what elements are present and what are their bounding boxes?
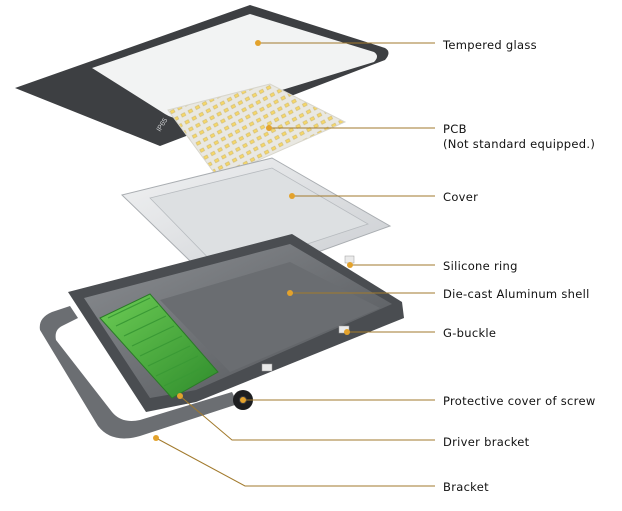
callout-dots	[153, 40, 353, 441]
label-silicone-ring: Silicone ring	[443, 259, 518, 273]
dot-cover	[289, 193, 295, 199]
dot-tempered-glass	[255, 40, 261, 46]
label-tempered-glass: Tempered glass	[443, 38, 537, 52]
dot-pcb	[266, 125, 272, 131]
dot-die-cast-shell	[287, 290, 293, 296]
label-protective-cover-screw: Protective cover of screw	[443, 394, 596, 408]
dot-bracket	[153, 435, 159, 441]
cover-part	[121, 157, 392, 289]
g-buckle-tab	[338, 325, 350, 334]
tempered-glass-part: IP65	[15, 5, 389, 146]
label-pcb: PCB (Not standard equipped.)	[443, 122, 595, 152]
label-cover: Cover	[443, 190, 479, 204]
label-bracket: Bracket	[443, 480, 489, 494]
pcb-part	[167, 83, 347, 179]
dot-g-buckle	[344, 329, 350, 335]
driver-part	[99, 293, 219, 399]
label-pcb-note: (Not standard equipped.)	[443, 137, 596, 151]
label-g-buckle: G-buckle	[443, 326, 497, 340]
dot-screw-cover	[240, 397, 246, 403]
dot-silicone-ring	[347, 262, 353, 268]
label-pcb-title: PCB	[443, 122, 467, 136]
label-die-cast-shell: Die-cast Aluminum shell	[443, 287, 590, 301]
bracket-part	[39, 306, 238, 439]
dot-driver-bracket	[177, 393, 183, 399]
leader-lines	[155, 42, 435, 487]
label-driver-bracket: Driver bracket	[443, 435, 530, 449]
silicone-ring-clip	[344, 255, 355, 264]
